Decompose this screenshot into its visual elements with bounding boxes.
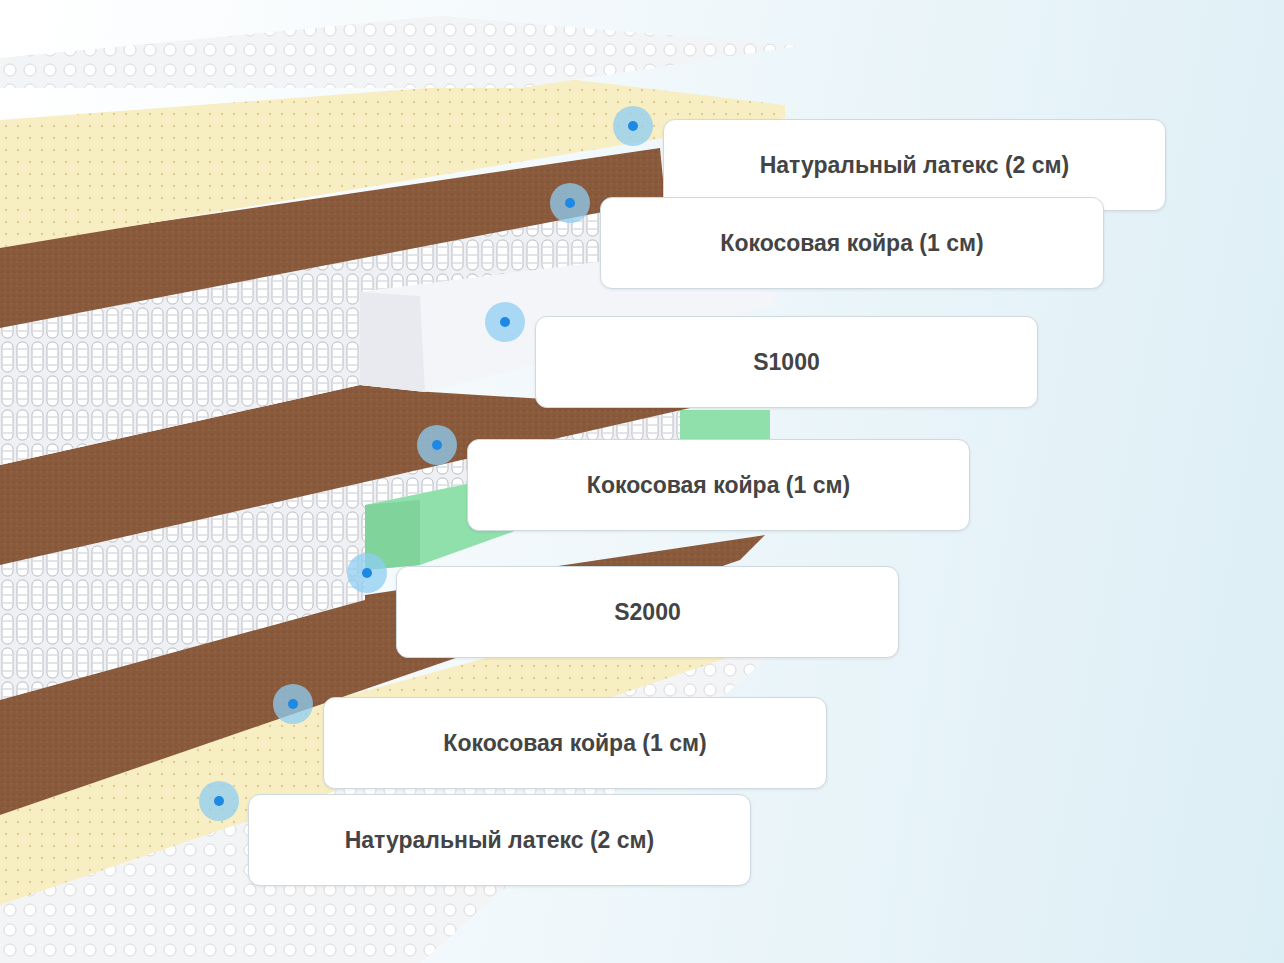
callout-dot — [565, 198, 575, 208]
callout-dot — [199, 781, 239, 821]
callout-box: Кокосовая койра (1 см) — [323, 697, 827, 789]
callout-box: Кокосовая койра (1 см) — [467, 439, 970, 531]
callout-dot — [613, 106, 653, 146]
callout-dot — [273, 684, 313, 724]
callout-dot — [417, 425, 457, 465]
callout-dot — [362, 568, 372, 578]
callout-label: Натуральный латекс (2 см) — [760, 152, 1070, 179]
callout-label: Кокосовая койра (1 см) — [443, 730, 706, 757]
callout-label: S1000 — [753, 349, 820, 376]
callout-dot — [214, 796, 224, 806]
callout-box: S1000 — [535, 316, 1038, 408]
callout-dot — [288, 699, 298, 709]
callout-label: Кокосовая койра (1 см) — [587, 472, 850, 499]
callout-box: S2000 — [396, 566, 899, 658]
callout-dot — [628, 121, 638, 131]
callout-box: Натуральный латекс (2 см) — [248, 794, 751, 886]
callout-dot — [347, 553, 387, 593]
callout-dot — [485, 302, 525, 342]
callout-label: Натуральный латекс (2 см) — [345, 827, 655, 854]
foam-side — [360, 292, 425, 392]
callout-dot — [500, 317, 510, 327]
quilted-cover — [0, 16, 798, 88]
callout-label: Кокосовая койра (1 см) — [720, 230, 983, 257]
callout-dot — [550, 183, 590, 223]
callout-dot — [432, 440, 442, 450]
callout-box: Кокосовая койра (1 см) — [600, 197, 1104, 289]
callout-label: S2000 — [614, 599, 681, 626]
